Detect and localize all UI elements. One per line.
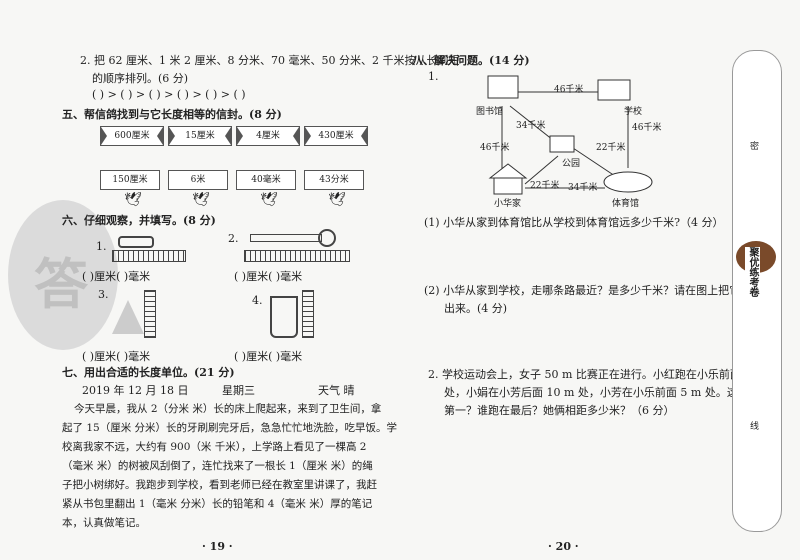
dist-lib-school: 46千米 [554,85,584,95]
binding-sidebar: 密 封 线 聚优练考卷 [732,50,782,532]
route-map [487,75,653,195]
diary-weekday: 星期三 [222,384,255,397]
q2-right-line2: 处，小娟在小芳后面 10 m 处，小芳在小乐前面 5 m 处。这时谁跑在 [444,386,782,399]
key-head-icon [318,229,336,247]
watermark-stamp: 答 [8,200,118,350]
pigeon-card-2[interactable]: 6米 [168,170,228,190]
seal-mark-3: 线 [750,422,760,432]
ruler-4-vertical [302,290,314,338]
obs3-number: 3. [98,288,109,301]
right-page-number: · 20 · [548,540,579,553]
school-building-icon [597,79,631,101]
obs2-number: 2. [228,232,239,245]
obs1-number: 1. [96,240,107,253]
pigeon-icon: 🕊 [260,192,278,208]
obs2-blank[interactable]: ( )厘米( )毫米 [234,270,303,283]
section8-title: 八、解决问题。(14 分) [412,54,530,67]
diary-line-6: 紧从书包里翻出 1（毫米 分米）长的铅笔和 4（毫米 米）厚的笔记 [62,498,373,510]
brand-title: 聚优练考卷 [745,247,760,297]
obs4-blank[interactable]: ( )厘米( )毫米 [234,350,303,363]
q2-right-line1: 2. 学校运动会上，女子 50 m 比赛正在进行。小红跑在小乐前面 2 m [428,368,766,381]
stamp-text: 答 [34,252,88,316]
home-roof-icon [488,163,528,179]
ruler-3-vertical [144,290,156,338]
q2-line1: 2. 把 62 厘米、1 米 2 厘米、8 分米、70 毫米、50 分米、2 千… [80,54,460,67]
diary-line-2: 起了 15（厘米 分米）长的牙刷刷完牙后，急急忙忙地洗脸，吃早饭。学 [62,422,398,434]
pigeon-card-3[interactable]: 40毫米 [236,170,296,190]
label-library: 图书馆 [476,107,504,117]
label-gym: 体育馆 [612,199,640,209]
label-park: 公园 [562,159,581,169]
road-home-park [524,155,559,185]
envelope-4[interactable]: 430厘米 [304,126,368,146]
gym-building-icon [603,171,653,193]
pigeon-icon: 🕊 [124,192,142,208]
key-icon [250,234,322,242]
road-park-gym [569,145,616,177]
seal-mark-1: 密 [750,142,760,152]
section7-title: 七、用出合适的长度单位。(21 分) [62,366,235,379]
ruler-2 [244,250,350,262]
q1-number: 1. [428,70,439,83]
obs4-number: 4. [252,294,263,307]
section5-title: 五、帮信鸽找到与它长度相等的信封。(8 分) [62,108,282,121]
q2-answer-blanks[interactable]: ( ) > ( ) > ( ) > ( ) > ( ) > ( ) [92,88,246,101]
cup-icon [270,296,298,338]
diary-line-4: （毫米 米）的树被风刮倒了，连忙找来了一根长 1（厘米 米）的绳 [62,460,373,472]
envelope-2[interactable]: 15厘米 [168,126,232,146]
sub-question-1: (1) 小华从家到体育馆比从学校到体育馆远多少千米?（4 分） [424,216,724,229]
q2-line2: 的顺序排列。(6 分) [92,72,189,85]
paperclip-icon [118,236,154,248]
q2-right-line3: 第一？谁跑在最后？她俩相距多少米？（6 分） [444,404,675,417]
obs3-blank[interactable]: ( )厘米( )毫米 [82,350,151,363]
diary-line-7: 本，认真做笔记。 [62,517,146,529]
diary-date: 2019 年 12 月 18 日 [82,384,189,397]
cone-shape [112,300,144,334]
left-page-number: · 19 · [202,540,233,553]
diary-line-5: 子把小树绑好。我跑步到学校，看到老师已经在教室里讲课了，我赶 [62,479,377,491]
dist-lib-park: 34千米 [516,121,546,131]
dist-park-gym: 22千米 [596,143,626,153]
ruler-1 [112,250,186,262]
section6-title: 六、仔细观察，并填写。(8 分) [62,214,216,227]
diary-line-1: 今天早晨，我从 2（分米 米）长的床上爬起来，来到了卫生间，拿 [74,403,382,415]
envelope-3[interactable]: 4厘米 [236,126,300,146]
envelope-1[interactable]: 600厘米 [100,126,164,146]
pigeon-card-4[interactable]: 43分米 [304,170,364,190]
park-building-icon [549,135,575,153]
label-school: 学校 [624,107,643,117]
dist-home-gym: 34千米 [568,183,598,193]
home-icon [493,177,523,195]
dist-school-gym: 46千米 [632,123,662,133]
dist-home-park: 22千米 [530,181,560,191]
diary-line-3: 校离我家不远，大约有 900（米 千米），上学路上看见了一棵高 2 [62,441,367,453]
label-home: 小华家 [494,199,522,209]
pigeon-card-1[interactable]: 150厘米 [100,170,160,190]
library-building-icon [487,75,519,99]
dist-lib-home: 46千米 [480,143,510,153]
sub-question-2-line2: 出来。(4 分) [444,302,508,315]
sub-question-2-line1: (2) 小华从家到学校，走哪条路最近？是多少千米？请在图上把它标 [424,284,752,297]
obs1-blank[interactable]: ( )厘米( )毫米 [82,270,151,283]
diary-weather: 天气 晴 [318,384,355,397]
pigeon-icon: 🕊 [328,192,346,208]
pigeon-icon: 🕊 [192,192,210,208]
